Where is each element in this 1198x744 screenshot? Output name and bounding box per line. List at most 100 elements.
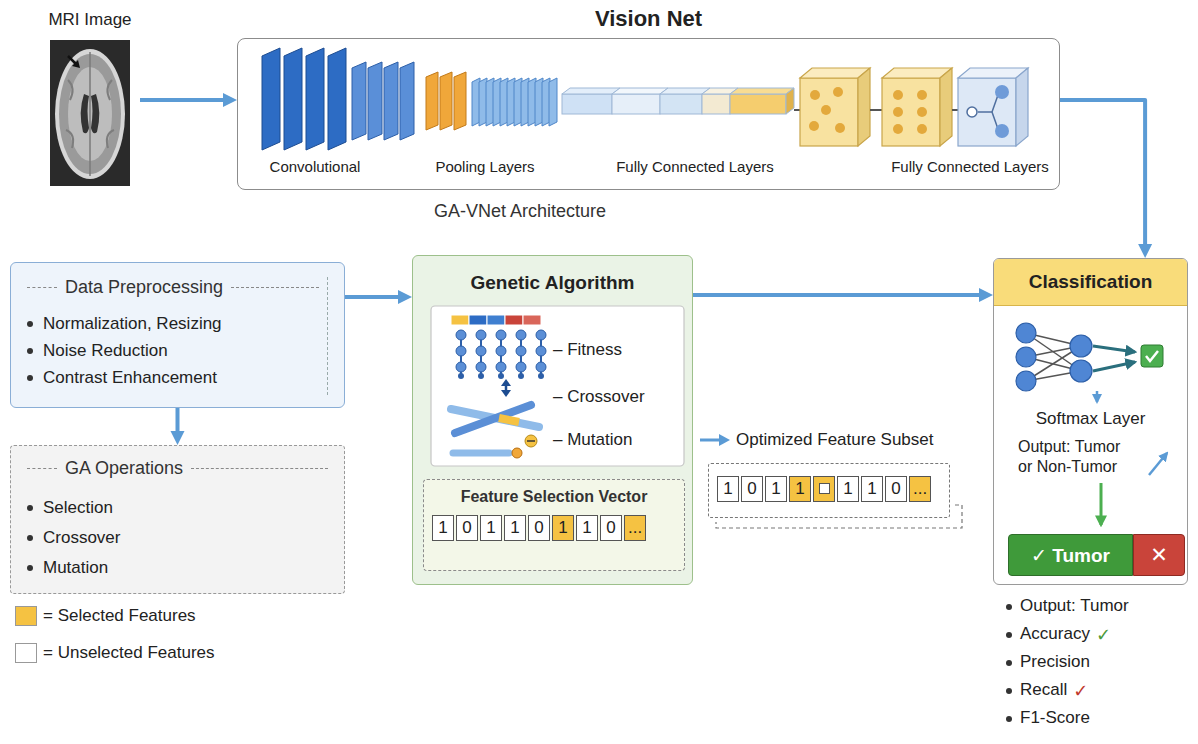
flow-arrow [345,290,412,304]
drawn-g [262,48,1028,150]
drawn-polygon [1016,68,1028,146]
drawn-circle [835,123,845,133]
drawn-rect [505,315,523,325]
drawn-rect [702,94,730,114]
part-label: – Fitness [553,340,622,360]
drawn-line [89,52,91,176]
drawn-path [91,94,99,133]
dash-line [231,287,319,288]
bullet-row: Normalization, Resizing [27,310,319,337]
arrow-head [1138,244,1152,258]
drawn-g [431,306,684,466]
drawn-line [527,440,535,442]
drawn-line [952,109,958,111]
drawn-polygon [612,88,668,94]
part-label: – Crossover [553,387,645,407]
bit-cell: ... [624,515,646,541]
drawn-path [1146,351,1158,361]
bit-cell: 1 [765,476,787,502]
bit-cell: 1 [504,515,526,541]
layer-label: Softmax Layer [994,409,1187,429]
process-box: GA OperationsSelectionCrossoverMutation [10,445,345,594]
drawn-circle [967,107,977,117]
drawn-path [81,94,89,133]
drawn-line [978,111,992,113]
drawn-line [453,450,509,457]
drawn-line [1096,391,1099,402]
box-heading: GA Operations [65,458,183,479]
connector-line [176,408,180,433]
arrow-head [223,93,237,107]
bullet-dot [27,505,33,511]
bullet-text: Selection [43,493,113,523]
bit-cell: 1 [432,515,454,541]
flow-arrow [140,93,237,107]
drawn-circle [833,87,843,97]
drawn-line [870,109,882,111]
drawn-line [992,95,998,112]
box-heading: Classification [1029,271,1153,293]
box-heading: Feature Selection Vector [432,488,676,506]
drawn-polygon [940,68,952,146]
flow-arrow [1060,100,1152,258]
drawn-use [456,330,466,379]
arrow-head [398,290,412,304]
drawn-circle [917,90,927,100]
part-label: Pooling Layers [435,158,534,175]
image-heading: MRI Image [40,10,140,30]
small-square [819,483,830,494]
drawn-rect [50,40,130,186]
bit-row: 10110110... [432,515,676,541]
drawn-g [352,62,414,140]
metric-label: Output: Tumor [1020,596,1129,616]
dash-line [191,468,328,469]
metric-label: Recall [1020,680,1067,700]
drawn-circle [821,105,831,115]
process-box: Genetic AlgorithmFeature Selection Vecto… [412,255,693,585]
drawn-circle [525,435,537,447]
bit-cell: 0 [456,515,478,541]
bit-cell: 1 [837,476,859,502]
connector-line [693,293,981,297]
metric-label: F1-Score [1020,708,1090,728]
drawn-circle [810,90,820,100]
box-inner: GA OperationsSelectionCrossoverMutation [27,458,328,583]
bullet-row: Noise Reduction [27,337,319,364]
drawn-circle [1016,371,1036,391]
drawn-circle [995,85,1009,99]
drawn-rect [469,315,487,325]
drawn-rect [730,94,786,114]
drawn-circle [1016,323,1036,343]
box-header: Classification [994,259,1187,306]
pointer-head [719,434,730,446]
drawn-use [536,330,546,379]
drawn-polygon [786,88,794,114]
bullet-dot [1006,604,1012,610]
drawn-g [882,68,952,146]
flow-arrow [171,408,185,445]
part-label: Fully Connected Layers [616,158,774,175]
drawn-use [368,62,382,140]
button-text: ✕ [1150,543,1168,567]
bullet-dot [27,375,33,381]
bullet-row: Mutation [27,553,328,583]
drawn-circle [1016,347,1036,367]
drawn-g [800,68,870,146]
bullet-dot [27,535,33,541]
bit-cell: 1 [717,476,739,502]
drawn-g [562,88,794,114]
bit-cell: 1 [789,476,811,502]
panel-heading: Vision Net [237,6,1060,32]
drawn-rect [562,94,612,114]
drawn-use [384,62,398,140]
bullet-dot [27,348,33,354]
bullet-dot [1006,688,1012,694]
bit-cell: 1 [552,515,574,541]
drawn-rect [487,315,505,325]
drawn-ellipse [55,49,125,179]
drawn-rect [1141,345,1163,367]
bullet-dot [27,321,33,327]
connector-line [140,98,225,102]
check-mark: ✓ [1096,624,1111,646]
process-box: ClassificationSoftmax LayerOutput: Tumor… [993,258,1188,585]
